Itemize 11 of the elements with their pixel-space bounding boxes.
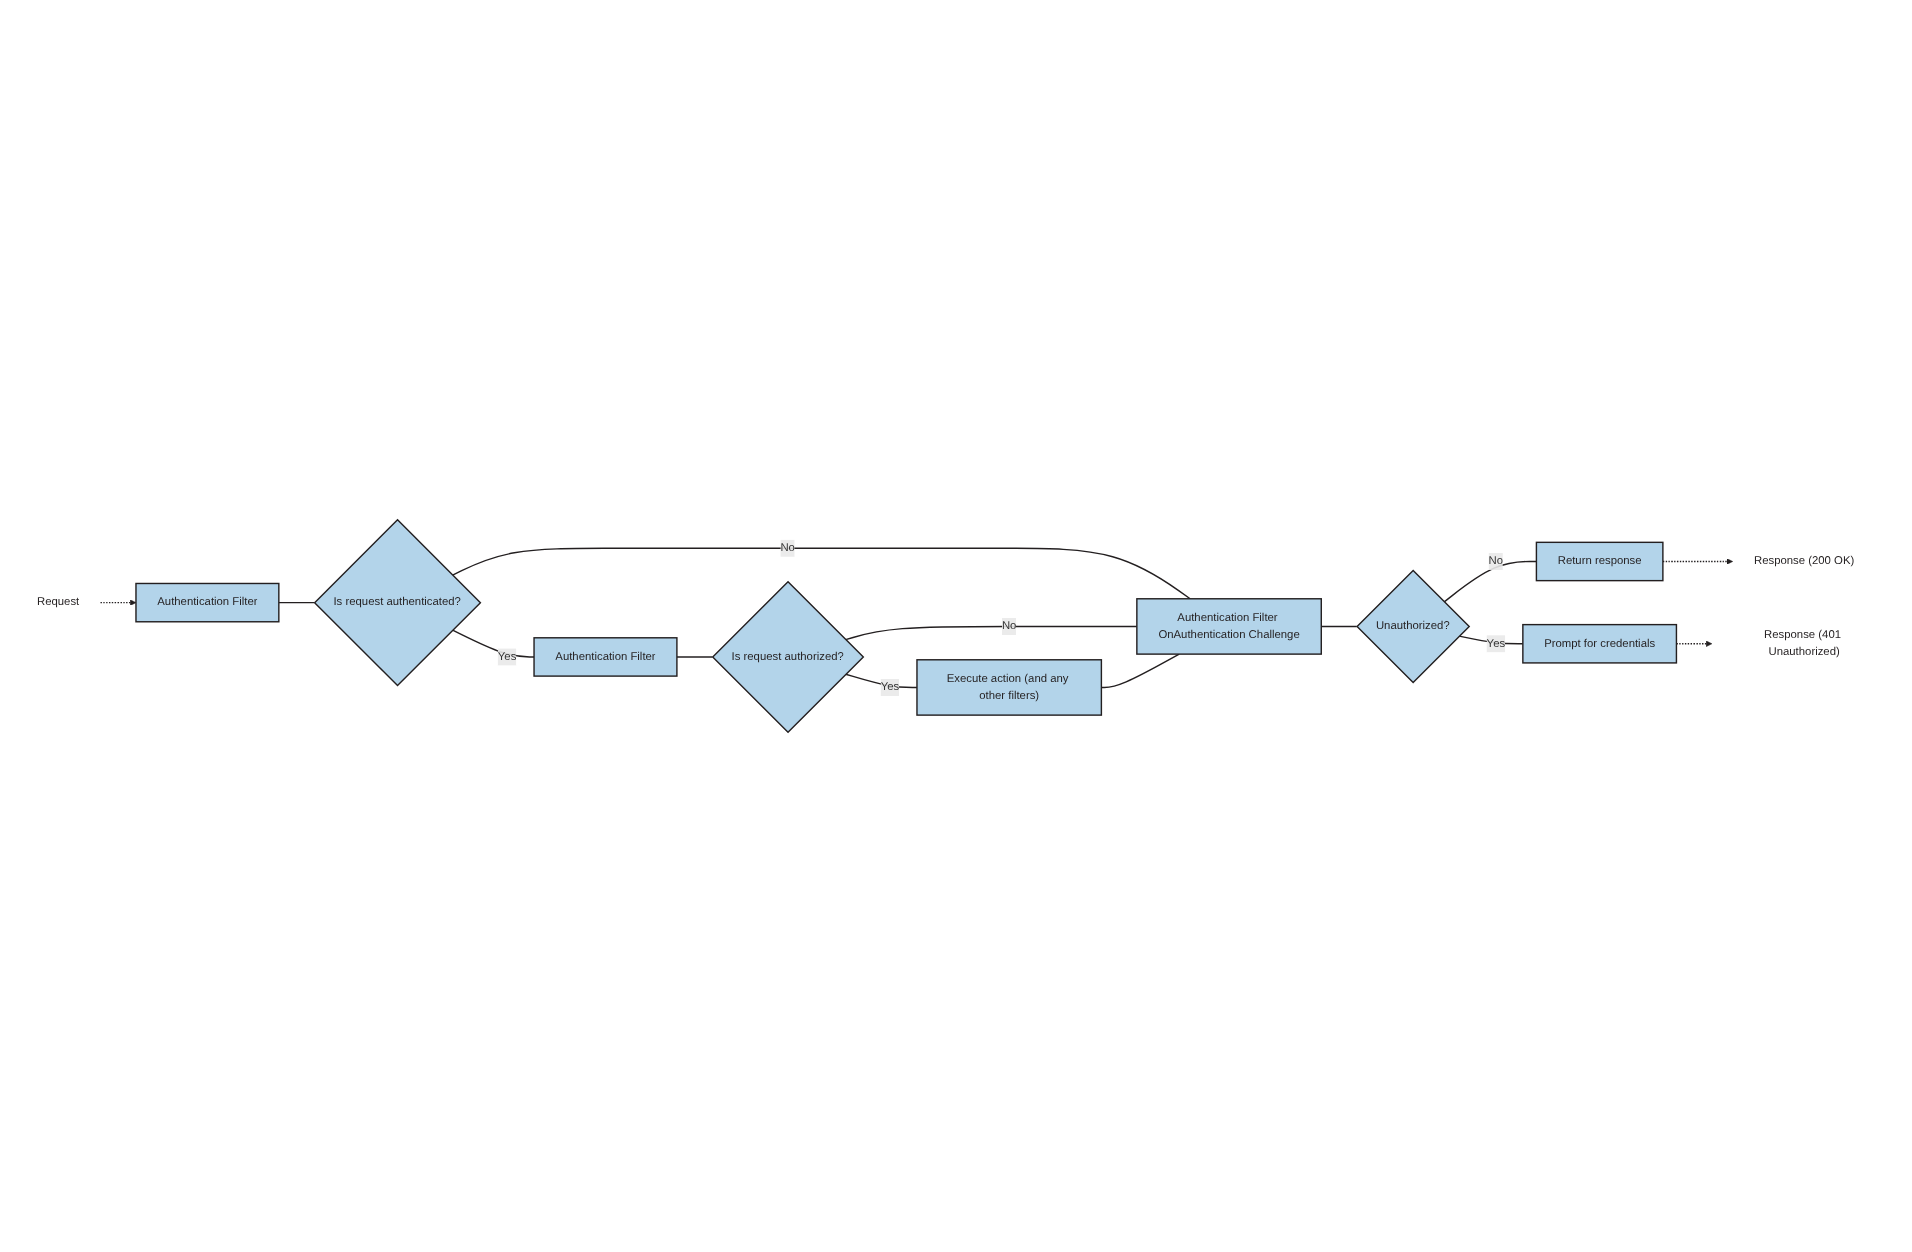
arrow bbox=[1675, 640, 1713, 647]
connector bbox=[451, 547, 1191, 600]
connector bbox=[676, 656, 714, 658]
connector bbox=[1320, 625, 1358, 628]
connector bbox=[844, 625, 1138, 641]
arrow bbox=[1662, 558, 1733, 565]
connector bbox=[278, 601, 315, 604]
connector bbox=[1100, 653, 1180, 689]
connector bbox=[1443, 560, 1538, 603]
connector bbox=[451, 629, 535, 658]
arrow bbox=[99, 599, 137, 606]
